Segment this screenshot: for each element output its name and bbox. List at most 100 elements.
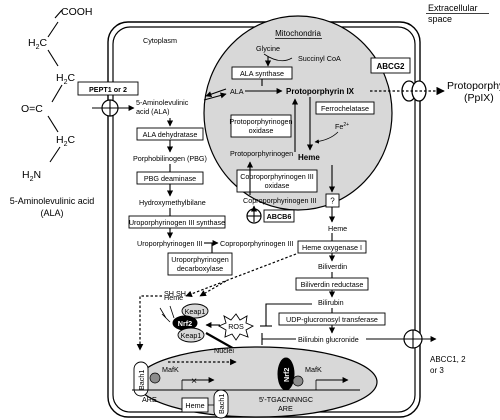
pept-transporter: [92, 99, 135, 117]
ho1-to-heme-dashed: [185, 253, 297, 297]
pp-oxidase-line1: Protoporphyrinogen: [229, 117, 292, 126]
bach1-left: [133, 361, 149, 397]
hmb-label: Hydroxymethylbilane: [139, 198, 206, 207]
amine-sub: 2: [30, 176, 34, 183]
bach1-right: [213, 389, 229, 419]
abcg2-label: ABCG2: [376, 62, 405, 71]
ala-chemical-structure: COOH H2C H2C O=C H2C H2N 5-Aminolevulini…: [10, 6, 95, 218]
abcg2-box: [370, 57, 411, 74]
uro-label: Uroporphyrinogen III: [137, 239, 203, 248]
ros-burst: ROS: [217, 313, 255, 341]
mafk-right-label: MafK: [305, 365, 322, 374]
cooh-label: COOH: [61, 6, 93, 18]
keap1-lower-label: Keap1: [181, 331, 202, 340]
nucleus: [136, 346, 378, 418]
amine-n: N: [34, 169, 42, 181]
bilirubin-to-ros-line: [265, 303, 312, 326]
ch2-top-sub: 2: [36, 44, 40, 51]
fe-label: Fe2+: [335, 122, 349, 131]
mito-heme-label: Heme: [298, 153, 320, 162]
ala-synthase-label: ALA synthase: [240, 69, 284, 78]
ppix-line1: Protoporphyrin IX: [447, 80, 500, 92]
succinyl-coa-label: Succinyl CoA: [298, 54, 341, 63]
ch2-mid: H2C: [56, 134, 76, 148]
ch2-top-h: H: [28, 37, 36, 49]
abcc-line2: or 3: [430, 366, 444, 375]
glycine-label: Glycine: [256, 44, 280, 53]
ch2-bot-h: H: [56, 72, 64, 84]
cyto-ala-line2: acid (ALA): [136, 107, 170, 116]
cytoplasm-label: Cytoplasm: [143, 36, 177, 45]
fe-symbol: Fe: [335, 122, 343, 131]
abcg2-transporter: [401, 80, 427, 102]
uro-decarb-line2: decarboxylase: [177, 264, 223, 273]
bond-6: [49, 146, 61, 163]
pept-label: PEPT1 or 2: [89, 85, 127, 94]
are-right-label: ARE: [278, 404, 293, 413]
cp-oxidase-line2: oxidase: [265, 181, 290, 190]
abcc-transporter: [395, 329, 437, 349]
abcc-line1: ABCC1, 2: [430, 355, 466, 364]
ch2-top-c: C: [40, 37, 48, 49]
mito-coproporphyrinogen-label: Coproporphyrinogen III: [243, 196, 317, 205]
mito-protoporphyrin-label: Protoporphyrin IX: [286, 87, 355, 96]
keap1-lower: [177, 327, 205, 343]
fe-charge: 2+: [343, 122, 349, 128]
bond-5: [47, 115, 59, 133]
bilirubin-gluc-label: Bilirubin glucronide: [298, 335, 359, 344]
nrf2-nuclear: [277, 357, 295, 391]
pbg-deaminase-label: PBG deaminase: [144, 174, 196, 183]
ros-star: [217, 313, 255, 341]
nuclei-label: Nuclei: [214, 346, 234, 355]
mito-ala-label: ALA: [230, 87, 244, 96]
mitochondria-label: Mitochondria: [275, 29, 321, 38]
blocked-x: ×: [191, 375, 197, 387]
mafk-left-label: MafK: [162, 365, 179, 374]
keap1-nrf2-complex: SH SH Keap1 Nrf2 Keap1: [159, 289, 209, 343]
sh-label: SH SH: [164, 289, 186, 298]
are-left-label: ARE: [142, 395, 157, 404]
biliverdin-label: Biliverdin: [318, 262, 347, 271]
bond-4: [51, 84, 63, 103]
ala-into-mito-arrow: [203, 92, 227, 101]
nrf2-mafk-bound: Nrf2 MafK: [277, 357, 322, 391]
ala-dehydratase-label: ALA dehydratase: [143, 130, 198, 139]
ferrochelatase-label: Ferrochelatase: [321, 104, 369, 113]
glycine-curve: [263, 53, 293, 62]
bach1-right-label: Bach1: [217, 394, 226, 414]
amine-label: H2N: [22, 169, 41, 183]
uro-decarb-box: [167, 252, 233, 276]
question-mark: ?: [330, 197, 335, 206]
keap1-upper-label: Keap1: [185, 307, 206, 316]
ch2-bot-sub: 2: [64, 79, 68, 86]
pp-oxidase-box: [230, 114, 292, 138]
ch2-bot-c: C: [68, 72, 76, 84]
keap-squiggle: [159, 305, 175, 323]
pbg-label: Porphobilinogen (PBG): [133, 154, 207, 163]
ch2-bot: H2C: [56, 72, 76, 86]
amine-h: H: [22, 169, 30, 181]
cp-oxidase-box: [236, 169, 318, 193]
uro-synthase-box: [128, 215, 226, 229]
extracellular-label: Extracellular space: [426, 3, 489, 24]
ch2-mid-c: C: [68, 134, 76, 146]
nrf2-nuclear-label: Nrf2: [282, 368, 291, 382]
ch2-mid-h: H: [56, 134, 64, 146]
ala-out-mito-arrow: [205, 88, 227, 98]
pp-oxidase-line2: oxidase: [249, 126, 274, 135]
bilirubin-label: Bilirubin: [318, 298, 344, 307]
bond-2: [47, 21, 59, 38]
ferrochelatase-box: [315, 101, 375, 115]
ros-label: ROS: [228, 322, 244, 331]
abcb6-transporter: ABCB6: [246, 205, 295, 224]
bvr-label: Biliverdin reductase: [301, 280, 364, 289]
ugt-label: UDP-glucronosyl transferase: [286, 315, 378, 324]
cyto-ala-line1: 5-Aminolevulinic: [136, 98, 189, 107]
bach1-left-label: Bach1: [137, 370, 146, 390]
ala-name-line1: 5-Aminolevulinic acid: [10, 196, 95, 206]
ho1-label: Heme oxygenase I: [302, 243, 362, 252]
copro-to-heme-dashed: [199, 280, 227, 297]
extracellular-line1: Extracellular: [428, 3, 478, 13]
protoporphyrinogen-label: Protoporphyrinogen: [230, 149, 293, 158]
abcg2-right-lobe: [411, 80, 427, 102]
